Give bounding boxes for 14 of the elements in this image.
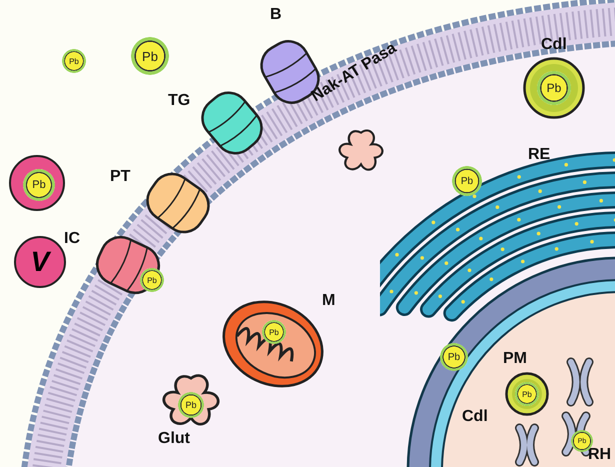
protein-label: PT — [110, 168, 130, 186]
protein-label: Glut — [158, 430, 190, 448]
organelle-label: RE — [528, 146, 550, 164]
protein-label: B — [270, 6, 282, 24]
lead-particle: Pb — [131, 37, 169, 75]
protein-label: TG — [168, 92, 190, 110]
lead-particle: Pb — [62, 49, 86, 73]
organelle-label: PM — [503, 350, 527, 368]
vesicle-circle: V — [14, 236, 66, 288]
vesicle-label: Cdl — [541, 36, 567, 54]
organelle-label: M — [322, 292, 336, 310]
vesicle-label: Cdl — [462, 408, 488, 426]
lead-particle: Pb — [23, 169, 55, 201]
protein-label: IC — [64, 230, 80, 248]
